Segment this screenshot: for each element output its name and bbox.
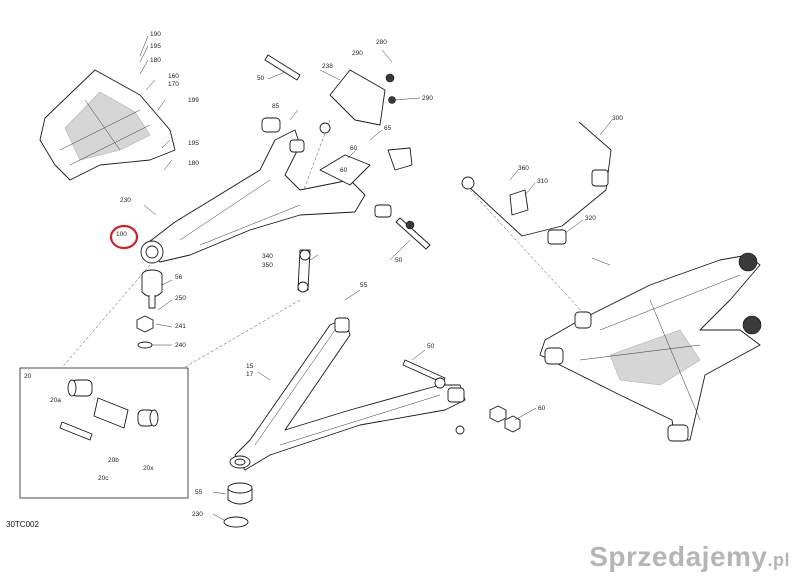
callout-label: 340 xyxy=(262,253,273,260)
callout-label: 180 xyxy=(188,160,199,167)
callout-label: 180 xyxy=(150,57,161,64)
leader-lines xyxy=(267,49,421,159)
callout-label: 170 xyxy=(168,81,179,88)
callout-label: 60 xyxy=(538,405,546,412)
alignment-line xyxy=(469,189,586,316)
reference-code: 30TC002 xyxy=(6,520,39,529)
callout-label: 160 xyxy=(168,73,179,80)
callout-label: 350 xyxy=(262,262,273,269)
upper-a-arm xyxy=(140,129,366,264)
assembled-suspension xyxy=(539,252,762,442)
mount-bracket xyxy=(319,69,413,186)
callout-label: 241 xyxy=(175,323,186,330)
callout-label: 230 xyxy=(192,511,203,518)
upper-arm-hardware xyxy=(261,54,431,250)
callout-label: 290 xyxy=(422,95,433,102)
skid-plate xyxy=(39,69,176,181)
callout-label: 55 xyxy=(195,489,203,496)
callout-label: 20c xyxy=(98,475,109,482)
callout-label: 15 xyxy=(246,363,254,370)
callout-label: 17 xyxy=(246,371,254,378)
stabilizer-link xyxy=(297,249,311,293)
inset-detail-box xyxy=(19,367,189,499)
callout-label: 60 xyxy=(350,145,358,152)
callout-label: 56 xyxy=(175,274,183,281)
callout-label: 50 xyxy=(427,343,435,350)
callout-label: 290 xyxy=(352,50,363,57)
leader-lines xyxy=(139,35,173,171)
callout-label: 280 xyxy=(376,39,387,46)
callout-label: 20a xyxy=(50,397,61,404)
callout-label: 360 xyxy=(518,165,529,172)
sway-bar xyxy=(461,121,612,245)
leader-lines xyxy=(143,204,173,346)
alignment-line xyxy=(59,264,151,371)
callout-label: 55 xyxy=(360,282,368,289)
alignment-line xyxy=(179,299,301,371)
watermark-logo: Sprzedajemy.pl xyxy=(589,541,790,572)
callout-label: 65 xyxy=(384,125,392,132)
callout-label: 310 xyxy=(537,178,548,185)
upper-ball-joint xyxy=(136,269,163,349)
alignment-line xyxy=(299,119,331,201)
lower-a-arm xyxy=(229,317,466,471)
callout-label: 190 xyxy=(150,31,161,38)
leader-lines xyxy=(309,119,613,266)
callout-label: 60 xyxy=(340,167,348,174)
highlight-circle xyxy=(109,224,139,250)
leader-lines xyxy=(212,289,537,521)
callout-label: 300 xyxy=(612,115,623,122)
callout-label: 100 xyxy=(116,231,127,238)
callout-label: 199 xyxy=(188,97,199,104)
callout-label: 250 xyxy=(175,295,186,302)
callout-label: 50 xyxy=(257,75,265,82)
callout-label: 50 xyxy=(395,257,403,264)
callout-label: 85 xyxy=(272,103,280,110)
callout-label: 320 xyxy=(585,215,596,222)
inset-label: 20 xyxy=(24,373,32,380)
callout-label: 195 xyxy=(150,43,161,50)
callout-label: 20x xyxy=(143,465,154,472)
callout-label: 238 xyxy=(322,63,333,70)
callout-label: 195 xyxy=(188,140,199,147)
callout-label: 240 xyxy=(175,342,186,349)
callout-label: 230 xyxy=(120,197,131,204)
lower-arm-hardware xyxy=(223,359,521,528)
callout-label: 20b xyxy=(108,457,119,464)
